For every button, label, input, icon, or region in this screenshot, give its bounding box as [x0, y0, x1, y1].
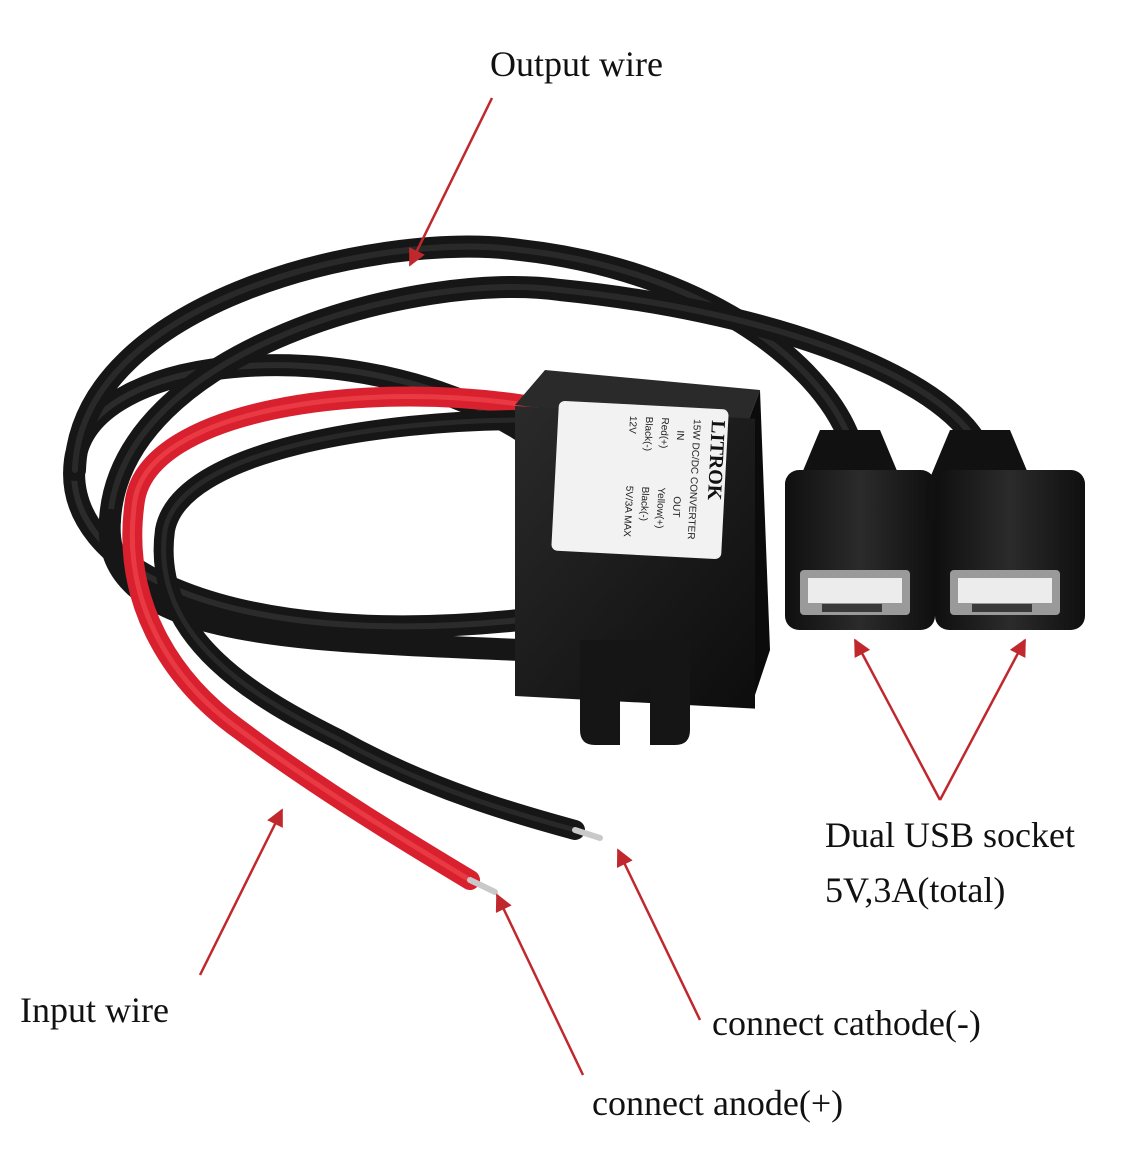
callout-arrows — [198, 97, 1027, 1076]
output-wire-arrow — [408, 97, 494, 267]
usb-rating-caption: 5V,3A(total) — [825, 870, 1006, 910]
brand-label: LITROK — [703, 420, 729, 502]
usb-socket-left — [785, 430, 935, 630]
usb-socket-right — [925, 430, 1085, 630]
anode-arrow — [495, 893, 585, 1076]
anode-caption: connect anode(+) — [592, 1083, 844, 1123]
out-positive-label: Yellow(+) — [653, 487, 666, 529]
in-voltage-label: 12V — [626, 416, 638, 435]
input-wire-arrow — [198, 808, 284, 976]
usb-right-arrow — [938, 638, 1027, 801]
in-negative-label: Black(-) — [641, 416, 654, 451]
input-wire — [122, 386, 603, 895]
usb-left-arrow — [853, 638, 942, 801]
out-negative-label: Black(-) — [638, 486, 651, 521]
output-wire-caption: Output wire — [490, 44, 663, 84]
in-header-label: IN — [674, 430, 686, 441]
input-wire-caption: Input wire — [20, 990, 169, 1030]
cathode-caption: connect cathode(-) — [712, 1003, 981, 1043]
converter-label: LITROK 15W DC/DC CONVERTER IN OUT Red(+)… — [551, 400, 729, 560]
out-rating-label: 5V/3A MAX — [621, 485, 635, 537]
usb-socket-caption: Dual USB socket — [825, 815, 1075, 855]
cathode-arrow — [616, 848, 702, 1021]
out-header-label: OUT — [670, 496, 682, 518]
output-wire — [63, 235, 986, 661]
in-positive-label: Red(+) — [657, 417, 670, 448]
